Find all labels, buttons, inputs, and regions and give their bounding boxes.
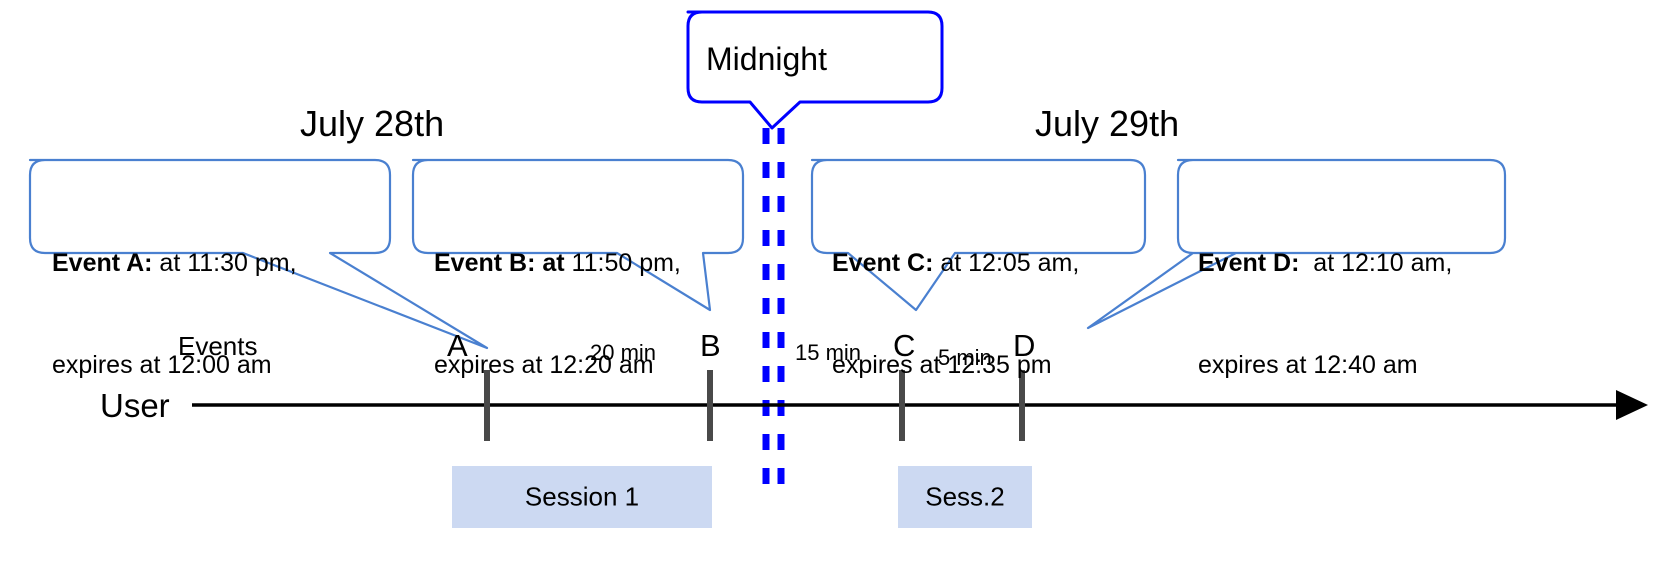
tick-label-c: C xyxy=(893,328,916,363)
midnight-label: Midnight xyxy=(706,41,827,77)
user-axis-label: User xyxy=(100,387,170,424)
callout-event-a-text: Event A: at 11:30 pm, expires at 12:00 a… xyxy=(52,178,297,450)
interval-label-cd: 5 min xyxy=(938,345,992,370)
callout-a-shape xyxy=(28,158,489,350)
callout-a-line2: expires at 12:00 am xyxy=(52,351,272,379)
callout-event-c-text: Event C: at 12:05 am, expires at 12:35 p… xyxy=(832,178,1079,450)
callout-b-line2: expires at 12:20 am xyxy=(434,351,654,379)
interval-label-bc: 15 min xyxy=(795,340,862,365)
callout-b-bold: Event B: at xyxy=(434,249,565,277)
events-row-label: Events xyxy=(178,331,258,361)
callout-c-shape xyxy=(810,158,1147,312)
interval-label-ab: 20 min xyxy=(590,340,657,365)
callout-d-bold: Event D: xyxy=(1198,249,1300,277)
session-2-label: Sess.2 xyxy=(925,481,1005,512)
callout-a-rest: at 11:30 pm, xyxy=(152,249,297,277)
callout-c-line2: expires at 12:35 pm xyxy=(832,351,1052,379)
callout-c-rest: at 12:05 am, xyxy=(933,249,1080,277)
session-box-1: Session 1 xyxy=(452,466,712,528)
tick-label-d: D xyxy=(1013,328,1036,363)
callout-b-shape xyxy=(411,158,745,312)
callout-d-line2: expires at 12:40 am xyxy=(1198,351,1418,379)
callout-event-d-text: Event D: at 12:10 am, expires at 12:40 a… xyxy=(1198,178,1452,450)
callout-d-shape xyxy=(1086,158,1507,330)
callout-event-b-text: Event B: at 11:50 pm, expires at 12:20 a… xyxy=(434,178,681,450)
session-1-label: Session 1 xyxy=(524,481,640,512)
midnight-dashed-line xyxy=(762,128,785,500)
tick-label-a: A xyxy=(447,328,468,363)
date-label-left: July 28th xyxy=(300,103,445,144)
session-box-2: Sess.2 xyxy=(898,466,1032,528)
callout-b-rest: 11:50 pm, xyxy=(564,249,681,277)
callout-a-bold: Event A: xyxy=(52,249,153,277)
timeline-ticks xyxy=(484,370,1025,441)
midnight-callout-shape xyxy=(686,10,944,130)
date-label-right: July 29th xyxy=(1035,103,1180,144)
callout-c-bold: Event C: xyxy=(832,249,934,277)
tick-label-b: B xyxy=(700,328,721,363)
callout-d-rest: at 12:10 am, xyxy=(1299,249,1453,277)
